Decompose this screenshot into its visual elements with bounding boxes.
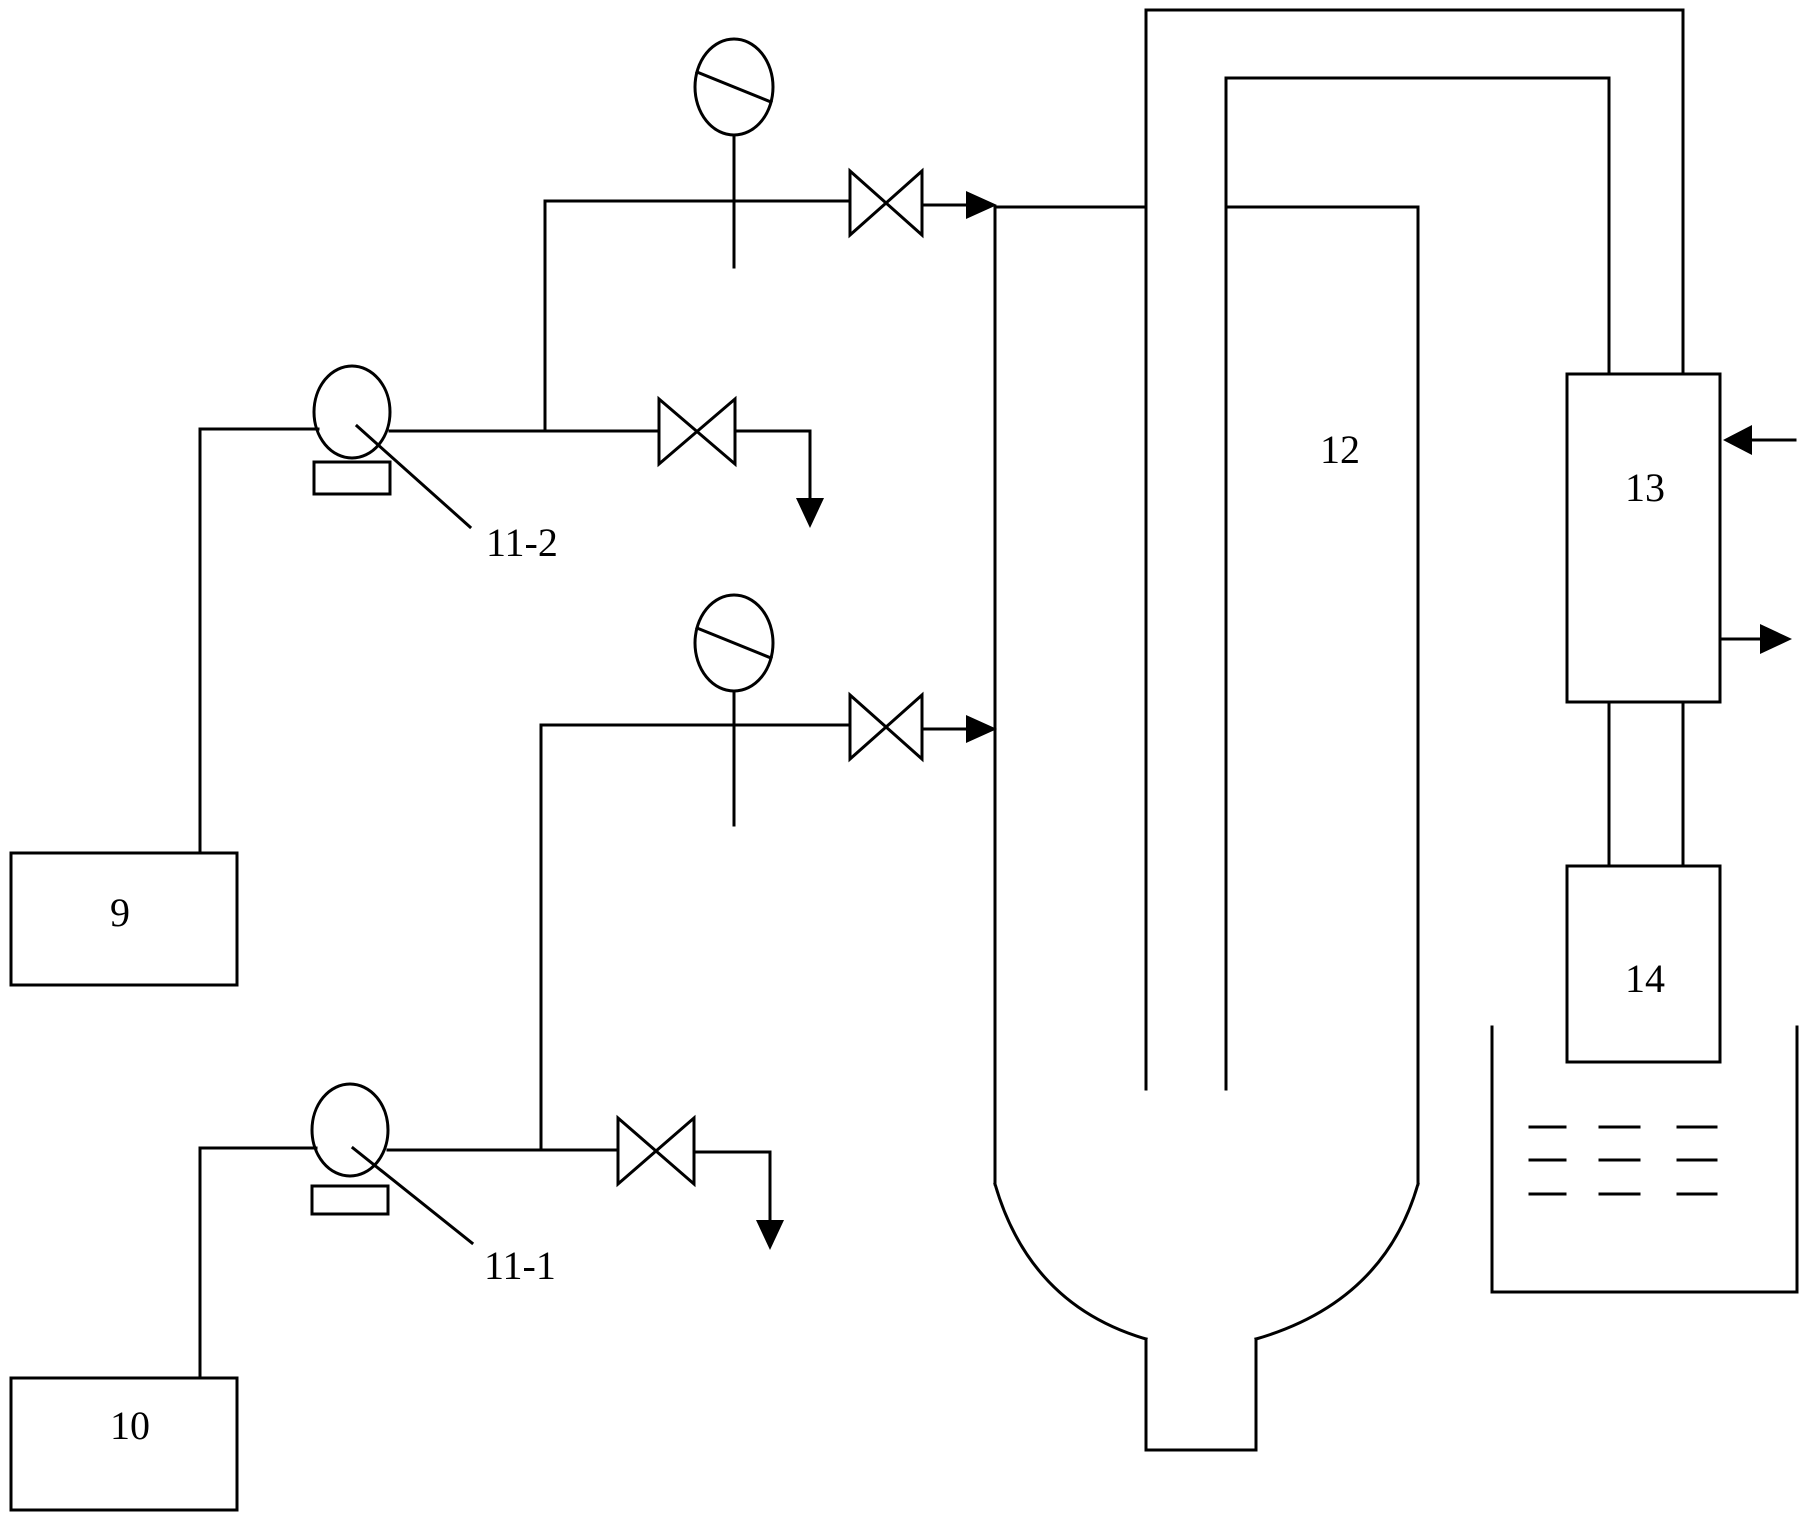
upper-inlet-arrow-icon [966, 191, 997, 219]
upper-suction-pipe [198, 427, 320, 855]
tank-10: 10 [9, 1376, 239, 1512]
condenser-13: 13 [1565, 372, 1722, 704]
reactor-12 [993, 205, 1420, 1452]
collector-14-label: 14 [1625, 956, 1665, 1001]
upper-drain-valve [657, 395, 737, 468]
pump-11-2 [312, 364, 392, 496]
upper-riser-pipe [543, 199, 852, 433]
tank-9-label: 9 [110, 890, 130, 935]
pump-11-1-leader-line [350, 1145, 475, 1246]
coolant-outlet-arrow-icon [1760, 624, 1792, 654]
collector-14: 14 [1565, 864, 1722, 1064]
inner-draw-off-tube [1224, 76, 1611, 1091]
upper-inlet-valve [848, 167, 924, 239]
upper-drain-pipe [733, 429, 812, 502]
bath-liquid-dashes [1528, 1125, 1718, 1196]
lower-pressure-gauge [693, 593, 775, 827]
lower-drain-pipe [692, 1150, 772, 1224]
upper-pressure-gauge [693, 37, 775, 269]
tank-10-label: 10 [110, 1403, 150, 1448]
pump-11-2-leader-line [354, 423, 473, 530]
reactor-12-label: 12 [1320, 427, 1360, 472]
upper-drain-arrow-icon [796, 498, 824, 528]
lower-inlet-valve [848, 691, 924, 763]
lower-drain-valve [616, 1114, 696, 1188]
outer-draw-off-tube [1144, 8, 1685, 1091]
lower-riser-pipe [539, 723, 852, 1152]
lower-suction-pipe [198, 1146, 318, 1380]
tank-9: 9 [9, 851, 239, 987]
pump-11-1-label: 11-1 [484, 1243, 556, 1288]
coolant-inlet-arrow-icon [1723, 425, 1752, 455]
pump-11-2-label: 11-2 [486, 520, 558, 565]
lower-drain-arrow-icon [756, 1220, 784, 1250]
lower-inlet-arrow-icon [966, 715, 997, 743]
condenser-13-label: 13 [1625, 465, 1665, 510]
pump-11-1 [310, 1082, 390, 1216]
cooling-bath [1490, 1025, 1799, 1294]
